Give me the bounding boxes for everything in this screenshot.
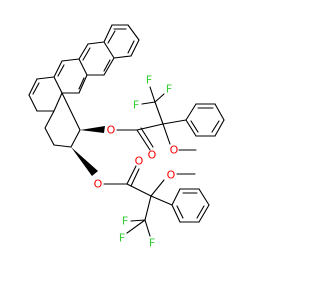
- atom-o-carbonyl-top: O: [148, 149, 157, 162]
- bond: [44, 110, 55, 129]
- bond: [53, 60, 63, 78]
- bond: [144, 195, 152, 221]
- bond-double-inner: [176, 205, 184, 219]
- bond: [162, 123, 171, 145]
- bond-double-inner: [190, 120, 199, 133]
- bond: [154, 101, 164, 125]
- atom-o-ester-top: O: [107, 124, 116, 137]
- bond: [144, 219, 151, 237]
- bond: [198, 188, 210, 206]
- atom-f-top-2: F: [166, 83, 172, 96]
- bond: [103, 24, 113, 43]
- bond: [185, 119, 197, 137]
- bond: [127, 24, 140, 41]
- bond: [78, 58, 88, 76]
- atom-labels: O O O F F F O O O F F F: [94, 74, 179, 250]
- ring-c: [53, 58, 88, 94]
- bond: [171, 204, 181, 223]
- ring-a: [103, 24, 140, 59]
- atom-o-carbonyl-bottom: O: [135, 155, 144, 168]
- wedge-bond: [80, 126, 105, 133]
- bond: [113, 55, 132, 59]
- bond: [149, 86, 156, 103]
- ester-top: [80, 86, 197, 151]
- bond: [53, 76, 63, 94]
- bond-double-inner: [211, 120, 220, 133]
- atom-f-top-3: F: [133, 99, 139, 112]
- bond-double-inner: [140, 127, 154, 148]
- bond: [130, 39, 140, 57]
- bond: [28, 78, 38, 96]
- atom-f-bottom-1: F: [122, 215, 128, 228]
- bond: [154, 93, 165, 103]
- bond: [87, 41, 105, 45]
- bond: [53, 144, 72, 148]
- atom-o-methoxy-bottom: O: [167, 169, 176, 182]
- bond: [103, 57, 115, 76]
- bond: [61, 58, 80, 62]
- bond: [126, 219, 146, 234]
- bond-double-inner: [130, 168, 140, 187]
- bond: [214, 119, 225, 137]
- bond-double-inner: [196, 205, 205, 219]
- atom-f-bottom-3: F: [119, 232, 125, 245]
- bond: [61, 92, 81, 131]
- bond: [78, 74, 88, 94]
- structure-canvas: O O O F F F O O O F F F: [28, 24, 225, 250]
- bond: [103, 41, 115, 59]
- bond: [70, 129, 81, 148]
- phenyl-bottom: [171, 188, 210, 223]
- ester-bottom: [71, 147, 196, 237]
- bond: [53, 92, 63, 112]
- molecule-structure: O O O F F F O O O F F F: [28, 24, 225, 250]
- bond-double-inner: [32, 82, 40, 95]
- ring-b: [78, 41, 115, 76]
- bond: [185, 103, 197, 121]
- bond-double-inner: [127, 40, 135, 54]
- ring-e: [44, 92, 81, 148]
- bond: [136, 129, 151, 151]
- bond: [44, 127, 55, 146]
- atom-f-bottom-2: F: [149, 237, 155, 250]
- bond: [136, 123, 164, 131]
- wedge-bond: [71, 147, 98, 176]
- phenyl-top: [185, 103, 225, 137]
- bond: [141, 101, 156, 105]
- bond: [126, 165, 137, 185]
- bond: [36, 76, 55, 80]
- bond: [171, 188, 181, 206]
- atom-f-top-1: F: [146, 74, 152, 87]
- ring-d: [28, 76, 63, 112]
- bond: [78, 43, 89, 60]
- atom-o-ester-bottom: O: [94, 178, 103, 191]
- bond-double-inner: [103, 59, 111, 72]
- bond: [150, 195, 173, 206]
- bond: [130, 219, 146, 222]
- bond-double-inner: [82, 47, 91, 61]
- atom-o-methoxy-top: O: [170, 144, 179, 157]
- bond-double-inner: [78, 77, 85, 90]
- bond: [28, 94, 38, 112]
- bond-double-inner: [107, 30, 116, 44]
- bond: [150, 179, 165, 197]
- bond: [198, 204, 210, 223]
- bond: [162, 119, 187, 125]
- bond-double-inner: [57, 64, 65, 77]
- bond: [214, 103, 225, 121]
- bond: [126, 183, 152, 197]
